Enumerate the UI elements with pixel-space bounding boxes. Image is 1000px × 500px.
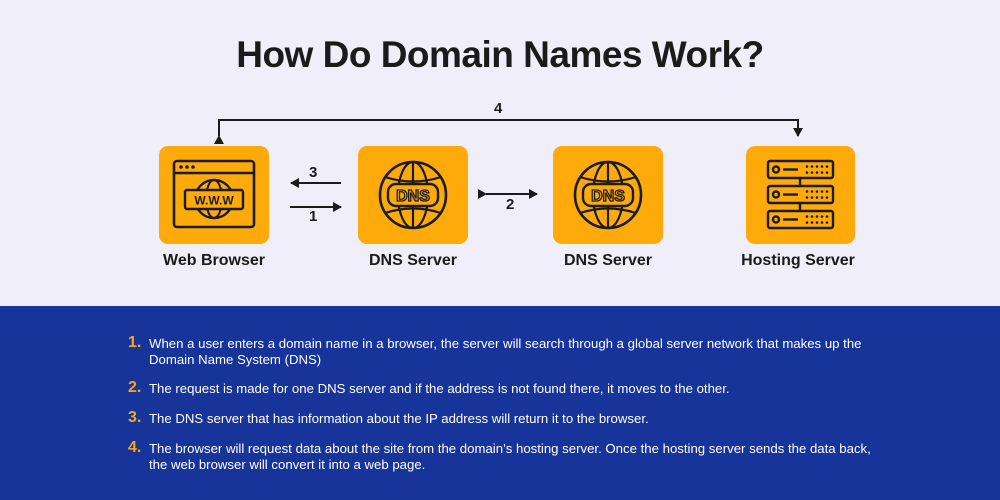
dns-icon-text: DNS	[396, 188, 430, 205]
node-web-browser: W.W.W	[159, 146, 269, 244]
page-title: How Do Domain Names Work?	[236, 34, 764, 75]
step-text: The request is made for one DNS server a…	[149, 381, 730, 396]
node-label-dns-server-2: DNS Server	[563, 252, 653, 269]
step-number: 2.	[128, 379, 142, 396]
node-dns-server-2: DNS	[553, 146, 663, 244]
arrow-label-1: 1	[309, 208, 318, 225]
arrow-step-4	[214, 119, 803, 144]
www-icon-text: W.W.W	[194, 194, 234, 208]
step-number: 4.	[128, 439, 142, 456]
arrow-label-2: 2	[506, 196, 515, 213]
connector-arrows	[214, 119, 803, 212]
step-number: 3.	[128, 409, 142, 426]
node-label-web-browser: Web Browser	[163, 252, 265, 269]
dns-globe-icon: DNS	[378, 160, 448, 230]
node-label-hosting-server: Hosting Server	[741, 252, 855, 269]
node-dns-server-1: DNS	[358, 146, 468, 244]
step-text: The browser will request data about the …	[149, 441, 871, 472]
dns-icon-text: DNS	[591, 188, 625, 205]
steps-panel	[0, 306, 1000, 500]
arrow-label-4: 4	[494, 100, 503, 117]
node-label-dns-server-1: DNS Server	[368, 252, 458, 269]
step-text: When a user enters a domain name in a br…	[149, 336, 862, 367]
arrow-label-3: 3	[309, 164, 318, 181]
dns-globe-icon: DNS	[573, 160, 643, 230]
step-number: 1.	[128, 334, 142, 351]
server-rack-icon	[766, 159, 835, 230]
step-text: The DNS server that has information abou…	[149, 411, 649, 426]
node-hosting-server	[746, 146, 855, 244]
www-browser-window-icon: W.W.W	[172, 159, 256, 229]
